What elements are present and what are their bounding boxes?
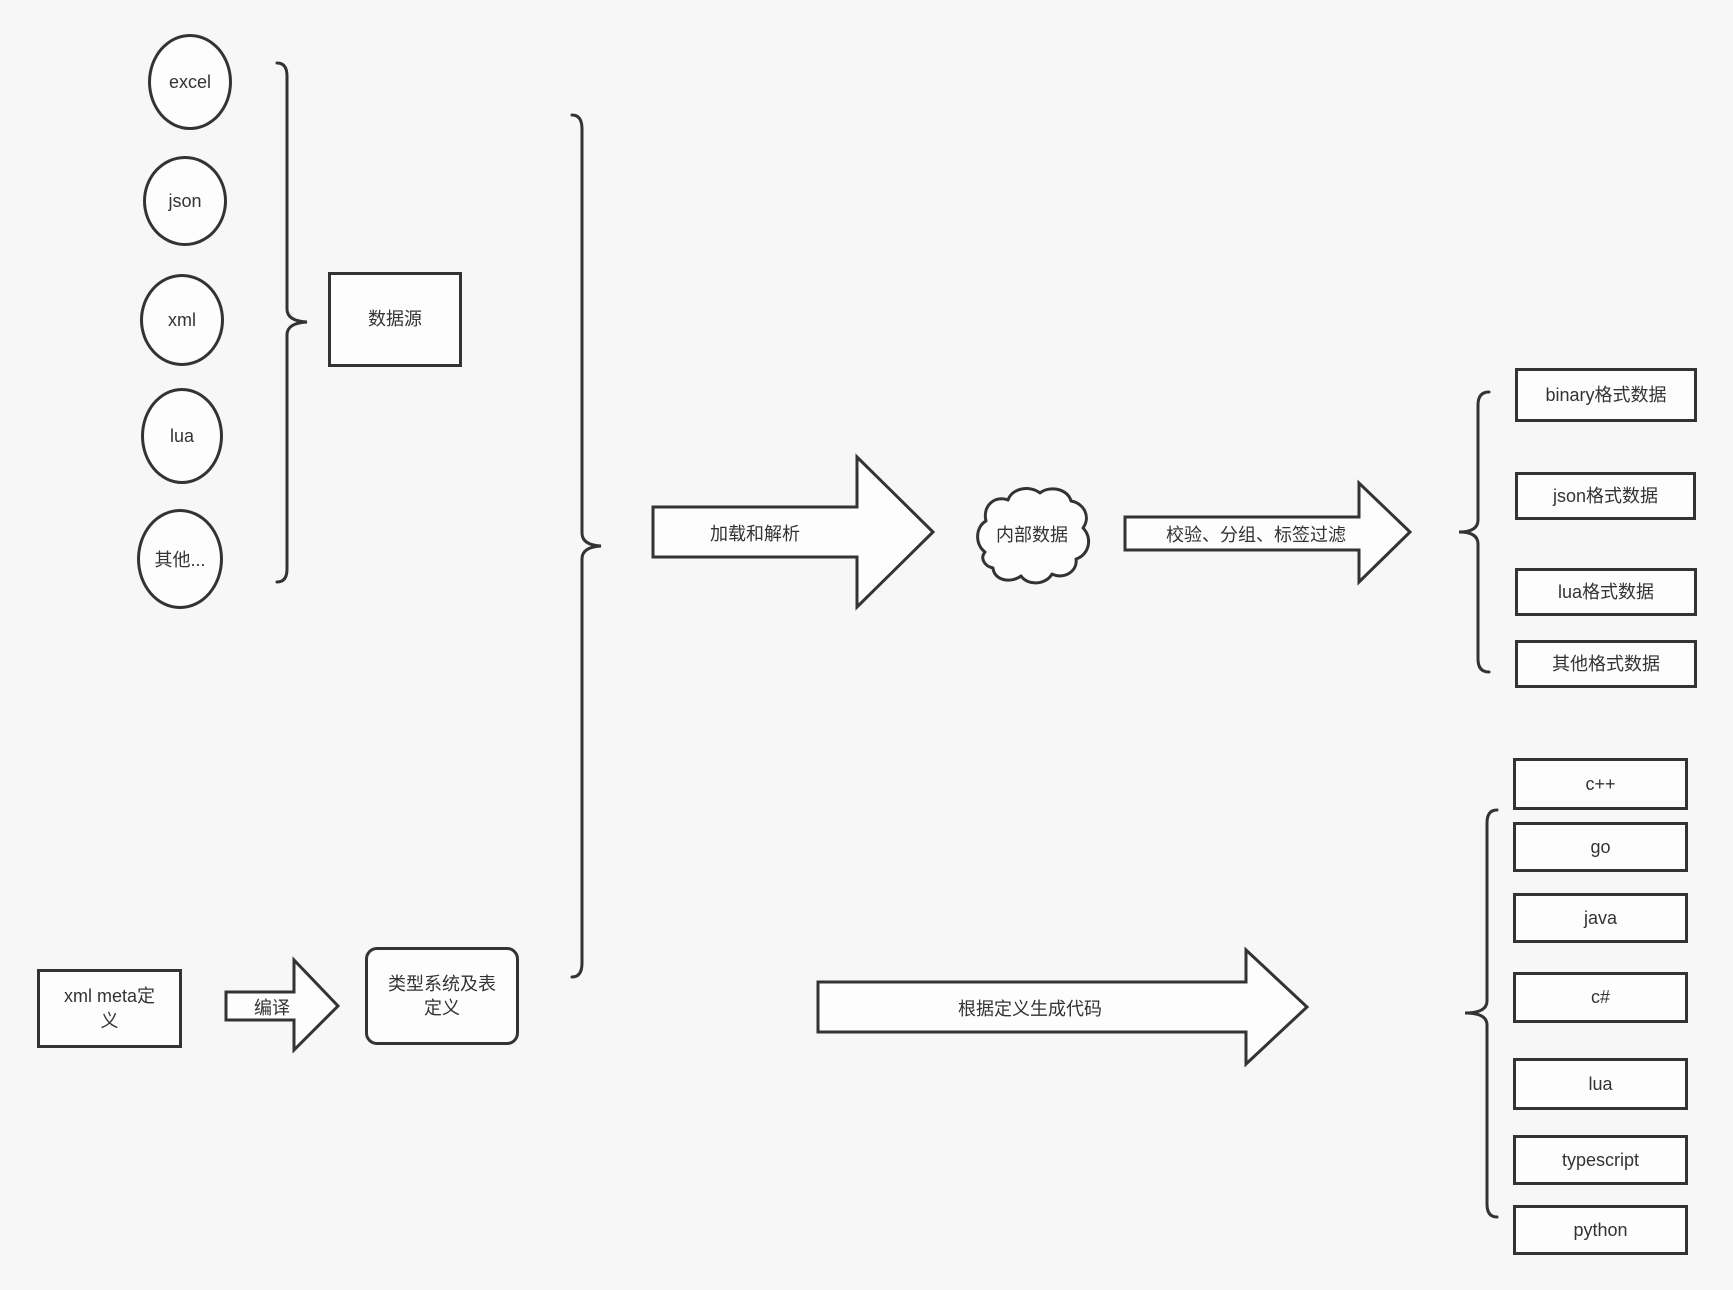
generate-code-arrow-label: 根据定义生成代码 <box>958 999 1102 1019</box>
output-label: binary格式数据 <box>1545 384 1667 405</box>
source-ellipse-json: json <box>143 156 227 246</box>
languages-group-brace <box>1464 808 1499 1219</box>
source-ellipse-xml: xml <box>140 274 224 366</box>
type-system-label: 类型系统及表定义 <box>388 973 496 1018</box>
language-box-typescript: typescript <box>1513 1135 1688 1185</box>
source-label: 其他... <box>154 550 206 570</box>
pipeline-input-brace <box>570 113 602 979</box>
language-label: go <box>1590 836 1611 857</box>
language-label: java <box>1583 907 1618 928</box>
filter-arrow-label: 校验、分组、标签过滤 <box>1166 525 1346 545</box>
xml-meta-box: xml meta定义 <box>37 969 182 1048</box>
load-parse-arrow <box>651 453 936 611</box>
language-label: python <box>1573 1219 1628 1240</box>
xml-meta-label: xml meta定义 <box>63 986 155 1031</box>
type-system-box: 类型系统及表定义 <box>365 947 519 1045</box>
language-box-csharp: c# <box>1513 972 1688 1023</box>
output-label: 其他格式数据 <box>1552 653 1660 674</box>
output-label: lua格式数据 <box>1557 581 1655 602</box>
source-label: xml <box>168 309 196 330</box>
source-ellipse-other: 其他... <box>137 509 223 609</box>
language-label: c# <box>1590 987 1610 1008</box>
output-box-binary: binary格式数据 <box>1515 368 1697 422</box>
source-label: excel <box>168 71 212 92</box>
output-box-json: json格式数据 <box>1515 472 1696 520</box>
internal-data-cloud-label: 内部数据 <box>996 525 1068 545</box>
data-source-box: 数据源 <box>328 272 462 367</box>
outputs-group-brace <box>1458 390 1491 674</box>
sources-group-brace <box>275 61 308 584</box>
load-parse-arrow-label: 加载和解析 <box>710 524 800 544</box>
compile-arrow <box>224 956 341 1054</box>
data-source-label: 数据源 <box>368 309 422 330</box>
language-box-python: python <box>1513 1205 1688 1255</box>
language-box-cpp: c++ <box>1513 758 1688 810</box>
internal-data-cloud <box>976 487 1091 585</box>
language-label: lua <box>1588 1073 1613 1094</box>
source-ellipse-excel: excel <box>148 34 232 130</box>
language-label: c++ <box>1585 773 1616 794</box>
language-box-go: go <box>1513 822 1688 872</box>
generate-code-arrow <box>816 946 1310 1068</box>
output-box-other: 其他格式数据 <box>1515 640 1697 688</box>
output-label: json格式数据 <box>1552 485 1659 506</box>
language-label: typescript <box>1561 1149 1640 1170</box>
language-box-lua: lua <box>1513 1058 1688 1110</box>
filter-arrow <box>1123 479 1413 586</box>
source-label: json <box>168 190 202 211</box>
language-box-java: java <box>1513 893 1688 943</box>
source-label: lua <box>169 425 195 446</box>
source-ellipse-lua: lua <box>141 388 223 484</box>
output-box-lua: lua格式数据 <box>1515 568 1697 616</box>
compile-arrow-label: 编译 <box>254 998 290 1018</box>
